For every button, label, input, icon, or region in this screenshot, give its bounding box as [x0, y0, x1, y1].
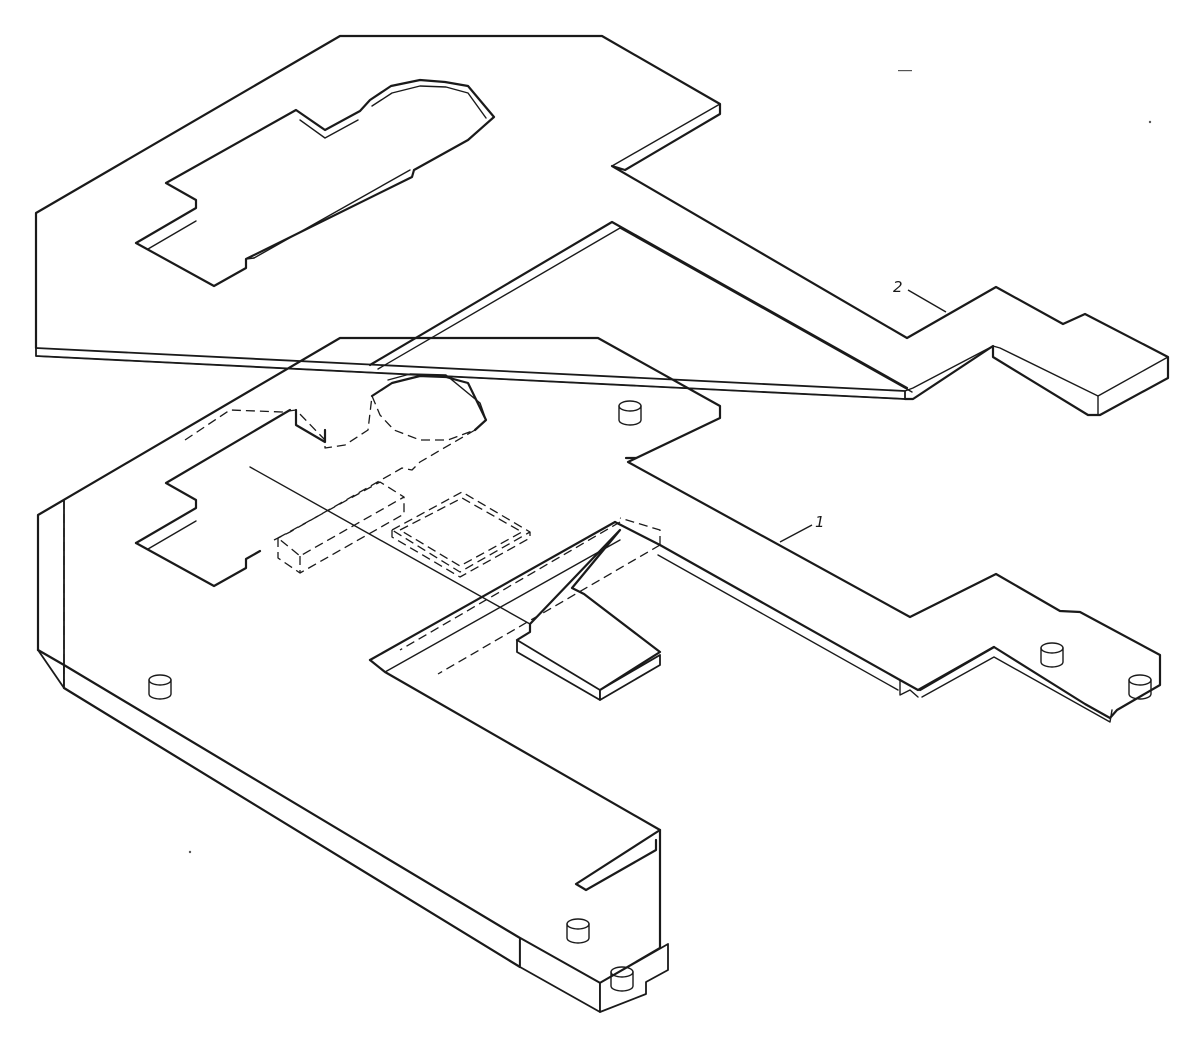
upper-plate-outline	[34, 34, 1170, 417]
lower-plate-left-wall	[37, 499, 65, 689]
peg-icon	[566, 918, 590, 944]
scan-specks	[188, 70, 1152, 854]
lower-plate-slot-cutout	[134, 373, 488, 588]
peg-icon	[1040, 642, 1064, 668]
peg-icon	[610, 966, 634, 992]
lower-plate-raised-block	[516, 639, 601, 701]
upper-plate-front-edge	[35, 347, 906, 400]
lower-plate-outline	[36, 336, 1162, 720]
lower-plate-part-1	[36, 336, 1162, 1013]
callout-1: 1	[779, 513, 825, 543]
hidden-lines	[63, 337, 661, 688]
upper-plate-slot-cutout	[134, 78, 496, 288]
callout-2: 2	[893, 278, 947, 313]
peg-icon	[1128, 674, 1152, 700]
peg-icon	[148, 674, 172, 700]
peg-icon	[618, 400, 642, 426]
hidden-square-chip	[391, 491, 531, 573]
upper-plate-part-2	[34, 34, 1170, 417]
callout-label-1: 1	[815, 513, 825, 531]
callout-label-2: 2	[893, 278, 903, 296]
